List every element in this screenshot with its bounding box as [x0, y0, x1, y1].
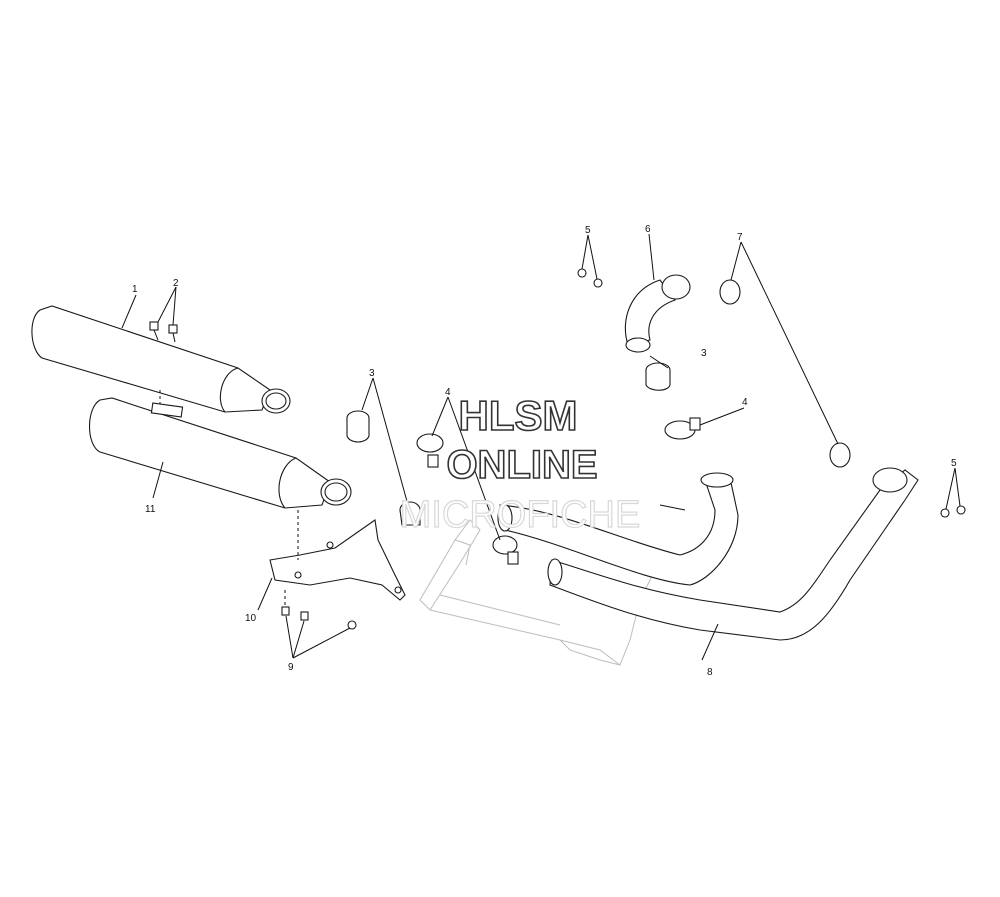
- upper-muffler: [31, 305, 291, 414]
- callout-8: 8: [707, 667, 713, 678]
- header-pipes: [497, 467, 919, 641]
- muffler-bracket: [269, 510, 406, 610]
- fastener-set-9: [281, 606, 357, 630]
- clamp-lower: [492, 535, 519, 565]
- callout-7: 7: [737, 232, 743, 243]
- coupler-left-top: [346, 410, 370, 443]
- nuts-right: [940, 505, 966, 518]
- callout-3-right: 3: [701, 348, 707, 359]
- gasket-upper: [719, 279, 741, 305]
- callout-4-left: 4: [445, 387, 451, 398]
- clamp-right: [664, 417, 701, 440]
- elbow-pipe: [624, 274, 691, 353]
- callout-3-left: 3: [369, 368, 375, 379]
- callout-10: 10: [245, 613, 257, 624]
- callout-5-right: 5: [951, 458, 957, 469]
- gasket-lower: [829, 442, 851, 468]
- nuts-upper: [577, 268, 603, 288]
- leader-lines: [121, 233, 961, 661]
- watermark-line-1: HLSM: [459, 392, 578, 439]
- coupler-right: [645, 362, 671, 391]
- lower-muffler: [89, 397, 352, 509]
- clamp-upper: [416, 433, 444, 468]
- callout-9: 9: [288, 662, 294, 673]
- watermark-line-2: ONLINE: [446, 443, 597, 487]
- callout-4-right: 4: [742, 397, 748, 408]
- callout-6: 6: [645, 224, 651, 235]
- callout-1: 1: [132, 284, 138, 295]
- callout-5-upper: 5: [585, 225, 591, 236]
- coupler-left-bottom: [399, 501, 421, 526]
- callout-2: 2: [173, 278, 179, 289]
- bolt-pair-2: [149, 321, 178, 343]
- watermark-line-3: MICROFICHE: [400, 494, 641, 536]
- callout-11: 11: [145, 504, 156, 515]
